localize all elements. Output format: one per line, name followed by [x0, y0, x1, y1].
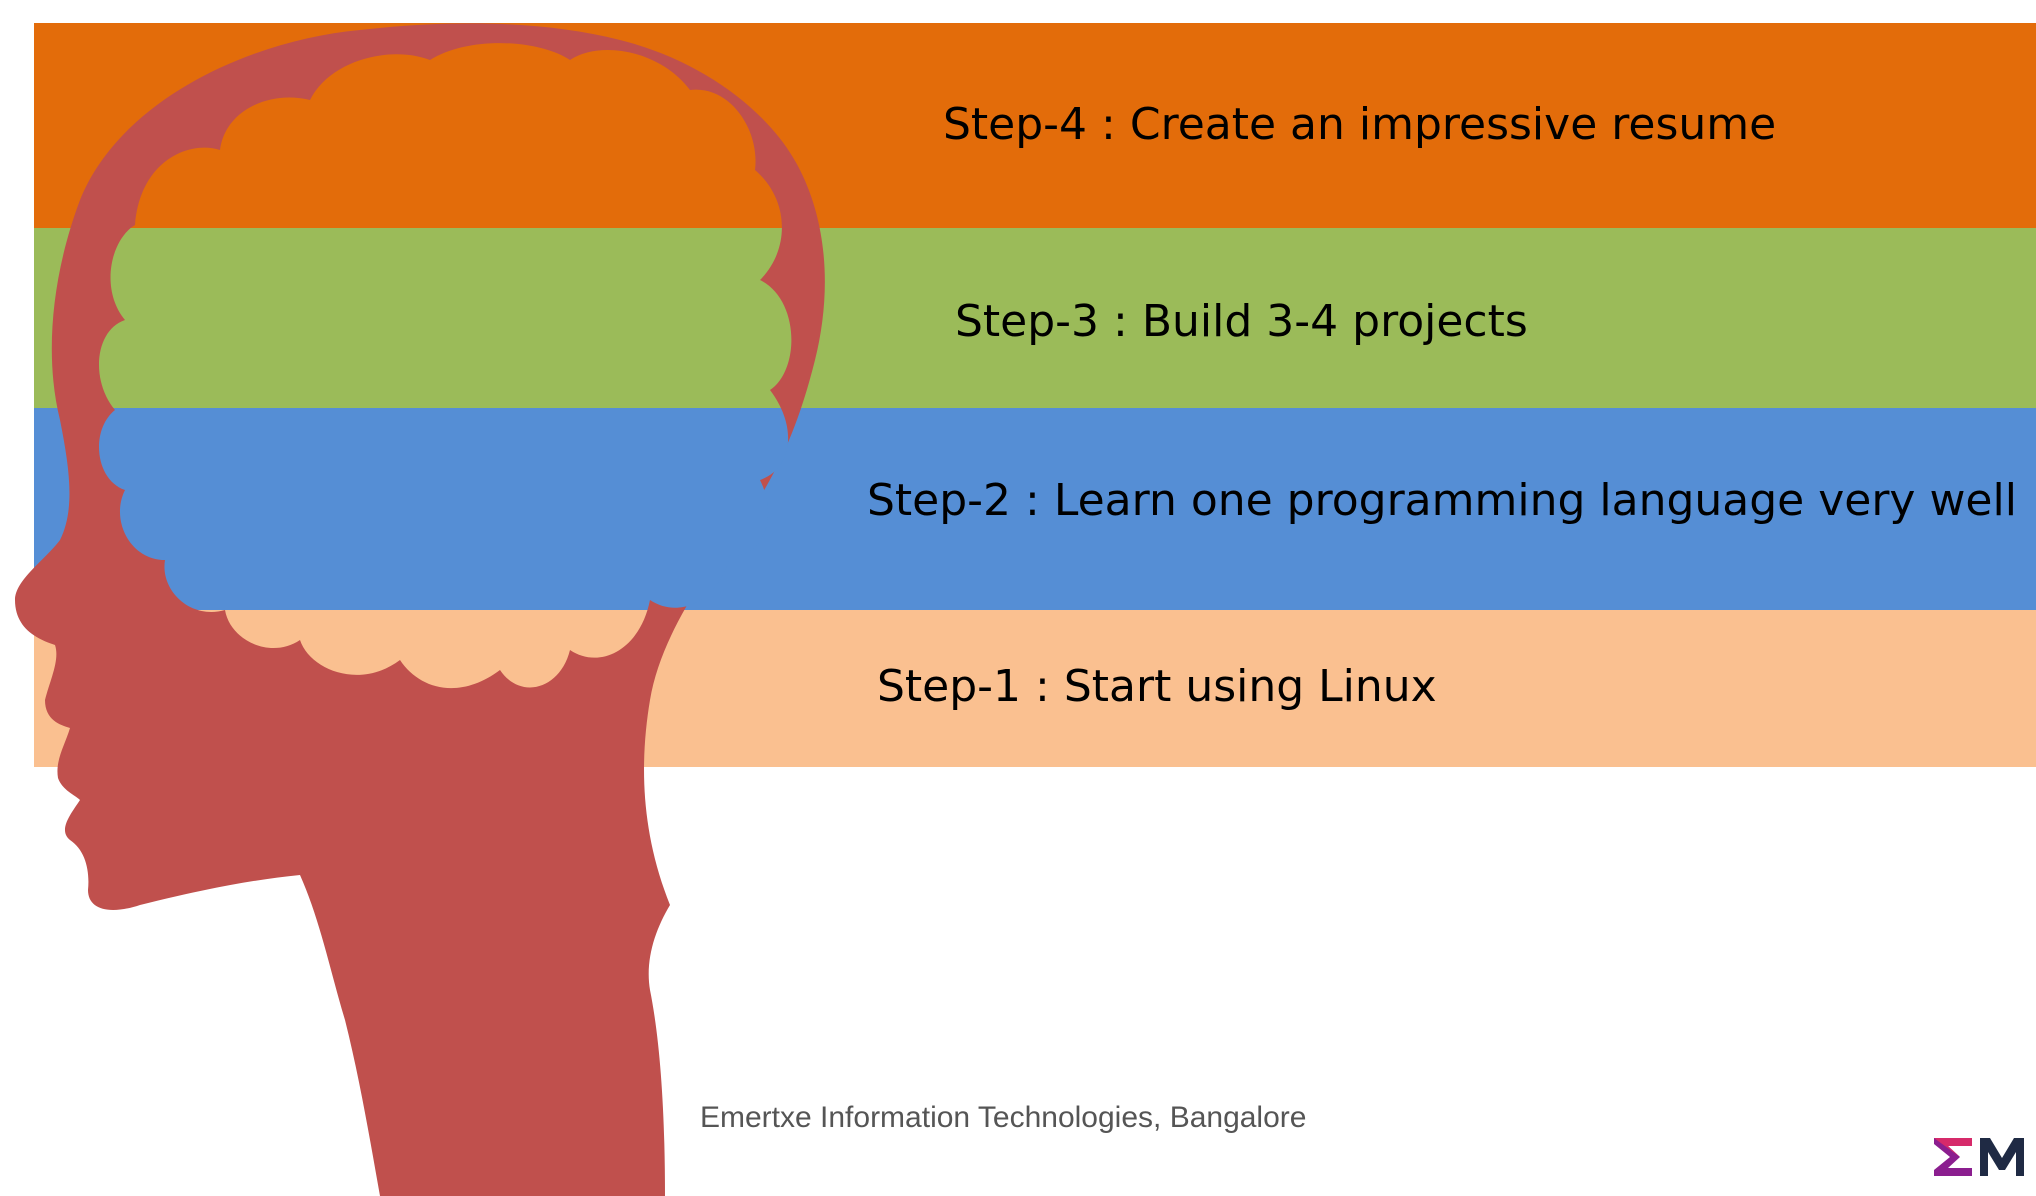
emertxe-logo-icon [1934, 1138, 2024, 1176]
step-4-label: Step-4 : Create an impressive resume [943, 99, 1777, 150]
step-1-label: Step-1 : Start using Linux [877, 661, 1437, 712]
step-3-label: Step-3 : Build 3-4 projects [955, 296, 1528, 347]
footer-company-text: Emertxe Information Technologies, Bangal… [700, 1101, 1307, 1134]
step-2-label: Step-2 : Learn one programming language … [867, 475, 2017, 526]
